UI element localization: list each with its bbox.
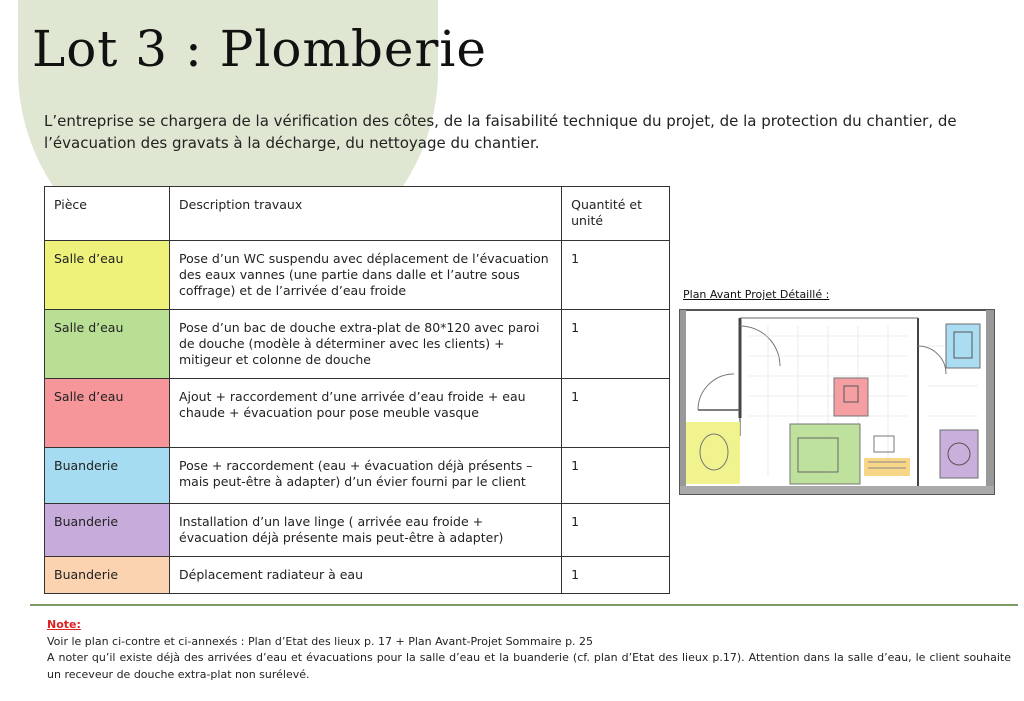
table-row: Buanderie Déplacement radiateur à eau 1 — [44, 556, 670, 594]
row-description-cell: Pose d’un WC suspendu avec déplacement d… — [168, 240, 563, 310]
note-line-1: Voir le plan ci-contre et ci-annexés : P… — [47, 634, 594, 648]
table-row: Buanderie Pose + raccordement (eau + éva… — [44, 447, 670, 504]
header-description: Description travaux — [168, 186, 563, 241]
floor-plan-drawing — [679, 309, 995, 495]
header-quantite: Quantité et unité — [561, 186, 670, 241]
row-piece-cell: Salle d’eau — [44, 240, 170, 310]
section-divider — [30, 604, 1018, 606]
row-description-cell: Installation d’un lave linge ( arrivée e… — [168, 503, 563, 557]
note-label: Note: — [47, 618, 81, 631]
note-section: Note: Voir le plan ci-contre et ci-annex… — [47, 617, 1011, 683]
row-piece-cell: Buanderie — [44, 556, 170, 594]
row-quantite-cell: 1 — [561, 240, 670, 310]
note-line-2: A noter qu’il existe déjà des arrivées d… — [47, 651, 1011, 681]
table-header-row: Pièce Description travaux Quantité et un… — [44, 186, 670, 241]
table-row: Buanderie Installation d’un lave linge (… — [44, 503, 670, 557]
plan-title: Plan Avant Projet Détaillé : — [683, 288, 830, 301]
row-description-cell: Déplacement radiateur à eau — [168, 556, 563, 594]
row-description-cell: Ajout + raccordement d’une arrivée d’eau… — [168, 378, 563, 448]
page-title: Lot 3 : Plomberie — [32, 20, 487, 78]
row-description-cell: Pose d’un bac de douche extra-plat de 80… — [168, 309, 563, 379]
row-quantite-cell: 1 — [561, 556, 670, 594]
row-quantite-cell: 1 — [561, 378, 670, 448]
row-piece-cell: Salle d’eau — [44, 309, 170, 379]
row-piece-cell: Buanderie — [44, 447, 170, 504]
row-piece-cell: Salle d’eau — [44, 378, 170, 448]
row-quantite-cell: 1 — [561, 503, 670, 557]
row-quantite-cell: 1 — [561, 309, 670, 379]
works-table: Pièce Description travaux Quantité et un… — [44, 186, 670, 594]
table-row: Salle d’eau Pose d’un bac de douche extr… — [44, 309, 670, 379]
row-piece-cell: Buanderie — [44, 503, 170, 557]
table-row: Salle d’eau Pose d’un WC suspendu avec d… — [44, 240, 670, 310]
header-piece: Pièce — [44, 186, 170, 241]
intro-paragraph: L’entreprise se chargera de la vérificat… — [44, 112, 957, 152]
row-description-cell: Pose + raccordement (eau + évacuation dé… — [168, 447, 563, 504]
table-row: Salle d’eau Ajout + raccordement d’une a… — [44, 378, 670, 448]
row-quantite-cell: 1 — [561, 447, 670, 504]
